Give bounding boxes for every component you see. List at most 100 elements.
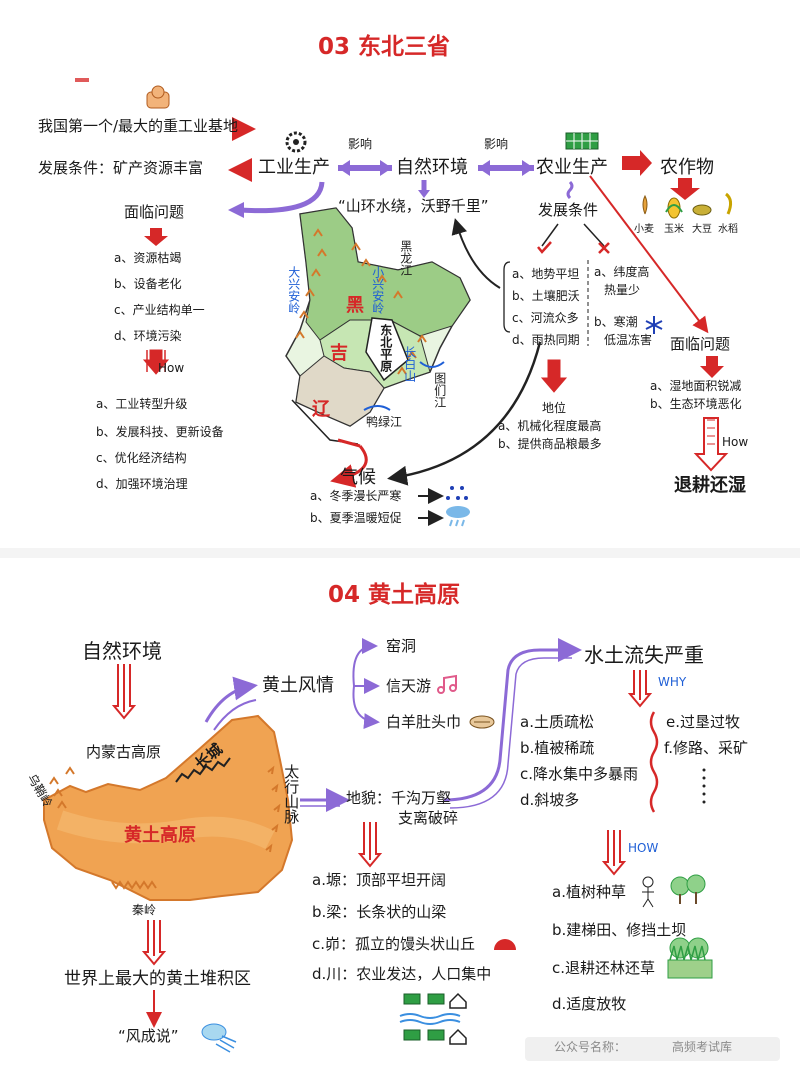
agriculture-node: 农业生产 bbox=[536, 157, 608, 178]
tree-planting-icon bbox=[642, 874, 706, 908]
advantage-d: d、雨热同期 bbox=[512, 333, 580, 347]
measure-d: d.适度放牧 bbox=[552, 995, 627, 1013]
scenery-cave: 窑洞 bbox=[386, 637, 417, 655]
dev-condition: 发展条件：矿产资源丰富 bbox=[38, 159, 204, 177]
lp-nature-node: 自然环境 bbox=[82, 639, 162, 663]
status-item-a: a、机械化程度最高 bbox=[498, 419, 602, 433]
footer-bar bbox=[525, 1037, 780, 1061]
industry-node: 工业生产 bbox=[258, 157, 330, 178]
cause-a: a.土质疏松 bbox=[520, 713, 594, 731]
how-label-2: How bbox=[722, 435, 749, 449]
small-red-badge bbox=[75, 78, 89, 82]
section-divider bbox=[0, 548, 800, 558]
section-title-northeast: 03 东北三省 bbox=[318, 34, 451, 60]
erosion-node: 水土流失严重 bbox=[584, 643, 704, 667]
industry-solution-c: c、优化经济结构 bbox=[96, 451, 187, 465]
industry-problem-arrow bbox=[239, 181, 325, 214]
map-label-tumen: 图们江 bbox=[432, 372, 447, 408]
northeast-map bbox=[285, 207, 471, 445]
advantage-a: a、地势平坦 bbox=[512, 267, 580, 281]
crop-wheat: 小麦 bbox=[634, 224, 654, 235]
section-title-loess: 04 黄土高原 bbox=[328, 582, 461, 608]
industry-solution-a: a、工业转型升级 bbox=[96, 397, 188, 411]
industry-problems-heading: 面临问题 bbox=[124, 203, 185, 221]
gear-icon bbox=[285, 131, 307, 153]
industry-solution-b: b、发展科技、更新设备 bbox=[96, 425, 224, 439]
ag-problems-heading: 面临问题 bbox=[670, 335, 731, 353]
map-label-loess: 黄土高原 bbox=[124, 825, 196, 846]
industry-problem-c: c、产业结构单一 bbox=[114, 303, 205, 317]
how-label-lp: HOW bbox=[628, 841, 659, 855]
how-label-1: How bbox=[158, 361, 185, 375]
cause-b: b.植被稀疏 bbox=[520, 739, 595, 757]
arrow-to-crops bbox=[622, 150, 652, 176]
agri-problem-arrow bbox=[589, 175, 709, 334]
map-label-mongolia: 内蒙古高原 bbox=[86, 743, 162, 761]
cross-icon bbox=[598, 242, 610, 254]
nature-node: 自然环境 bbox=[396, 157, 468, 178]
footer-label: 公众号名称： bbox=[554, 1040, 627, 1054]
industry-problem-d: d、环境污染 bbox=[114, 329, 182, 343]
forest-grass-icon bbox=[667, 937, 713, 979]
map-label-liao: 辽 bbox=[312, 399, 330, 420]
music-note-icon bbox=[437, 674, 457, 694]
slogan: “山环水绕，沃野千里” bbox=[338, 197, 489, 215]
measure-b: b.建梯田、修挡土坝 bbox=[552, 921, 687, 939]
dev-conditions-heading: 发展条件 bbox=[538, 201, 599, 219]
cause-e: e.过垦过牧 bbox=[666, 713, 740, 731]
map-label-qinling: 秦岭 bbox=[132, 903, 157, 917]
landform-mao: c.峁：孤立的馒头状山丘 bbox=[312, 935, 476, 953]
landform-yuan: a.塬：顶部平坦开阔 bbox=[312, 871, 446, 889]
field-icons bbox=[399, 992, 467, 1045]
industry-problem-a: a、资源枯竭 bbox=[114, 251, 182, 265]
measure-a: a.植树种草 bbox=[552, 883, 626, 901]
cause-c: c.降水集中多暴雨 bbox=[520, 765, 639, 783]
map-label-taihang: 太行山脉 bbox=[282, 764, 301, 824]
crop-icons bbox=[642, 192, 733, 219]
climate-winter: a、冬季漫长严寒 bbox=[310, 489, 402, 503]
landform-line2: 支离破碎 bbox=[398, 809, 459, 827]
wind-icon bbox=[201, 1023, 237, 1053]
status-item-b: b、提供商品粮最多 bbox=[498, 437, 602, 451]
map-label-hei: 黑 bbox=[346, 295, 364, 316]
footer-name: 高频考试库 bbox=[672, 1040, 733, 1054]
disadvantage-a-2: 热量少 bbox=[604, 283, 641, 297]
loess-plateau-map bbox=[43, 714, 294, 901]
check-icon bbox=[537, 241, 552, 254]
industry-solution-d: d、加强环境治理 bbox=[96, 477, 188, 491]
snow-icon bbox=[446, 486, 468, 500]
landform-line1: 地貌：千沟万壑 bbox=[346, 789, 452, 807]
cause-d: d.斜坡多 bbox=[520, 791, 580, 809]
arrow-to-climate bbox=[387, 341, 542, 486]
ag-problem-a: a、湿地面积锐减 bbox=[650, 379, 742, 393]
map-label-heilongjiang-river: 黑龙江 bbox=[398, 240, 413, 276]
solution-wetland: 退耕还湿 bbox=[674, 475, 746, 496]
hill-icon bbox=[494, 939, 516, 950]
ag-problem-b: b、生态环境恶化 bbox=[650, 397, 742, 411]
largest-loess: 世界上最大的黄土堆积区 bbox=[64, 969, 251, 989]
advantage-b: b、土壤肥沃 bbox=[512, 289, 580, 303]
farmland-icon bbox=[565, 132, 599, 150]
climate-summer: b、夏季温暖短促 bbox=[310, 511, 402, 525]
scenery-node: 黄土风情 bbox=[262, 675, 334, 696]
map-label-xiaoxinganling: 小兴安岭 bbox=[370, 266, 385, 314]
advantage-c: c、河流众多 bbox=[512, 311, 579, 325]
crop-rice: 水稻 bbox=[718, 224, 738, 235]
heavy-industry-base: 我国第一个/最大的重工业基地 bbox=[38, 117, 239, 135]
handshake-icon bbox=[469, 715, 495, 729]
landform-liang: b.梁：长条状的山梁 bbox=[312, 903, 447, 921]
crop-corn: 玉米 bbox=[664, 224, 684, 235]
map-label-yalu: 鸭绿江 bbox=[366, 415, 403, 429]
influence-label-left: 影响 bbox=[348, 137, 373, 151]
condition-to-slogan-arrow bbox=[451, 218, 501, 289]
climate-heading: 气候 bbox=[340, 467, 376, 488]
wind-theory: “风成说” bbox=[118, 1027, 179, 1045]
thumbs-up-icon bbox=[146, 85, 170, 109]
disadvantage-a-1: a、纬度高 bbox=[594, 265, 650, 279]
ellipsis-dots bbox=[702, 768, 706, 804]
crop-soybean: 大豆 bbox=[692, 224, 712, 235]
map-label-ji: 吉 bbox=[330, 343, 348, 364]
why-label: WHY bbox=[658, 675, 687, 689]
disadvantage-b-2: 低温冻害 bbox=[604, 333, 653, 347]
